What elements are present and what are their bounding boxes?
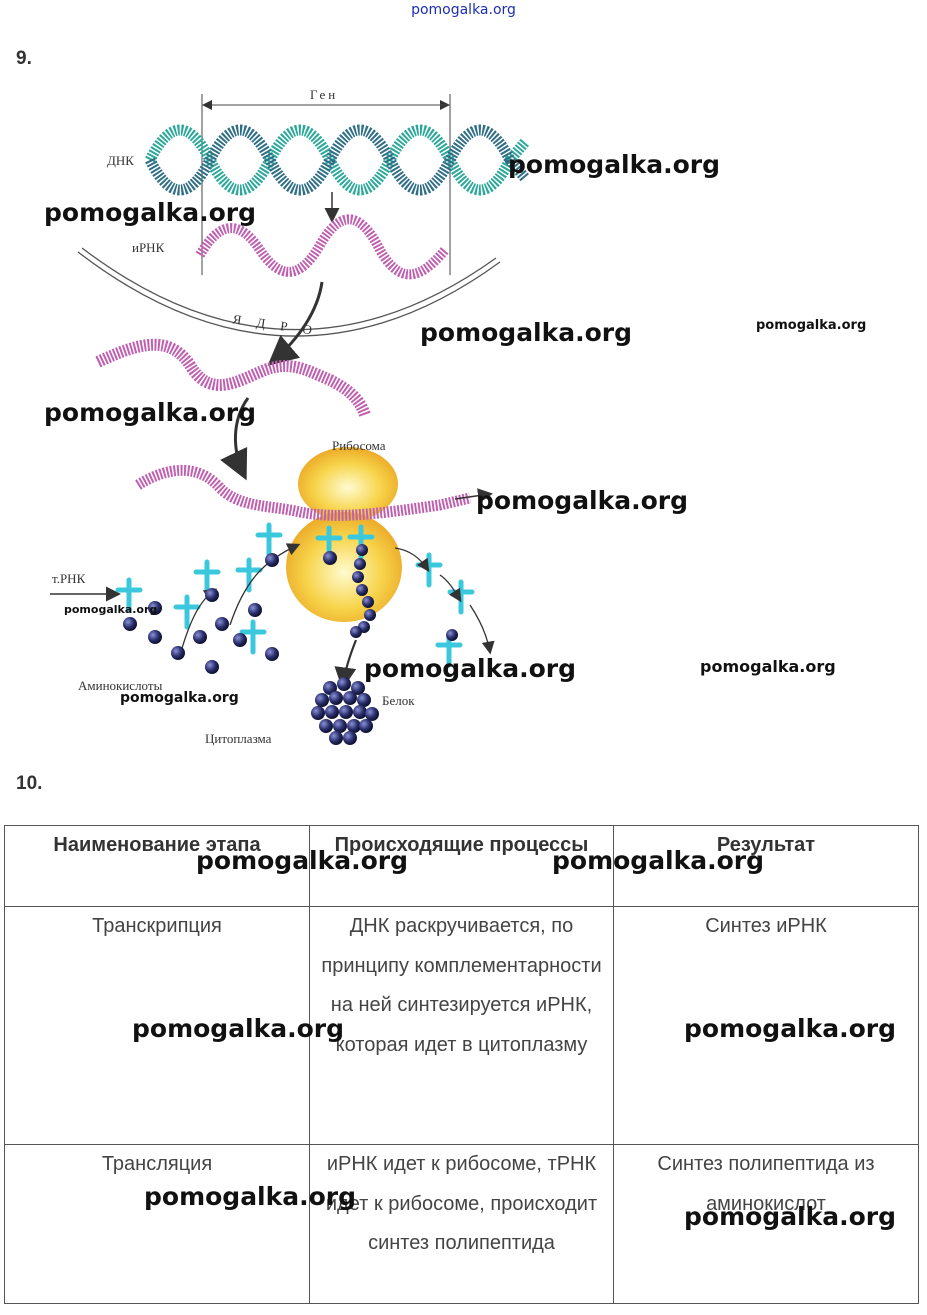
protein-globule xyxy=(311,677,379,745)
watermark: pomogalka.org xyxy=(132,1014,345,1043)
table-row: Трансляция иРНК идет к рибосоме, тРНК ид… xyxy=(4,1144,919,1304)
mrna-strand-nucleus xyxy=(195,214,449,280)
table-cell-processes: ДНК раскручивается, по принципу комплеме… xyxy=(309,906,614,1145)
ribosome xyxy=(286,447,402,622)
watermark: pomogalka.org xyxy=(144,1182,357,1211)
watermark: pomogalka.org xyxy=(756,318,867,333)
watermark: pomogalka.org xyxy=(476,486,689,515)
site-header-link[interactable]: pomogalka.org xyxy=(411,2,516,18)
gene-bracket xyxy=(201,94,451,275)
mrna-strand-cytoplasm xyxy=(95,338,371,418)
dna-label: ДНК xyxy=(107,153,134,168)
trna-label: т.РНК xyxy=(52,571,86,586)
watermark: pomogalka.org xyxy=(64,603,158,616)
watermark: pomogalka.org xyxy=(120,690,239,706)
table-row: Транскрипция ДНК раскручивается, по прин… xyxy=(4,906,919,1145)
watermark: pomogalka.org xyxy=(44,398,257,427)
stages-table: Наименование этапа Происходящие процессы… xyxy=(4,825,919,1304)
table-cell-result: Синтез полипептида из аминокислот xyxy=(613,1144,919,1304)
mrna-label: иРНК xyxy=(132,240,165,255)
watermark: pomogalka.org xyxy=(44,198,257,227)
table-cell-result: Синтез иРНК xyxy=(613,906,919,1145)
watermark: pomogalka.org xyxy=(364,654,577,683)
cytoplasm-label: Цитоплазма xyxy=(205,731,272,746)
question-10-number: 10. xyxy=(16,773,43,794)
table-header-stage: Наименование этапа xyxy=(4,825,310,907)
watermark: pomogalka.org xyxy=(684,1014,897,1043)
gene-label: Ген xyxy=(310,87,338,102)
dna-helix xyxy=(145,124,530,196)
protein-label: Белок xyxy=(382,693,415,708)
amino-acids xyxy=(123,544,458,674)
watermark: pomogalka.org xyxy=(700,657,836,676)
watermark: pomogalka.org xyxy=(684,1202,897,1231)
table-cell-processes: иРНК идет к рибосоме, тРНК идет к рибосо… xyxy=(309,1144,614,1304)
table-header-processes: Происходящие процессы xyxy=(309,825,614,907)
watermark: pomogalka.org xyxy=(508,150,721,179)
mrna-on-ribosome xyxy=(135,464,472,521)
protein-synthesis-diagram: Ген ДНК иРНК Я Д Р О Рибосома т.РНК xyxy=(50,87,530,746)
amino-acids-label: Аминокислоты xyxy=(78,678,163,693)
ribosome-label: Рибосома xyxy=(332,438,386,453)
watermark: pomogalka.org xyxy=(420,318,633,347)
question-9-number: 9. xyxy=(16,48,32,69)
watermark: pomogalka.org xyxy=(196,846,409,875)
table-cell-stage: Трансляция xyxy=(4,1144,310,1304)
watermark: pomogalka.org xyxy=(552,846,765,875)
